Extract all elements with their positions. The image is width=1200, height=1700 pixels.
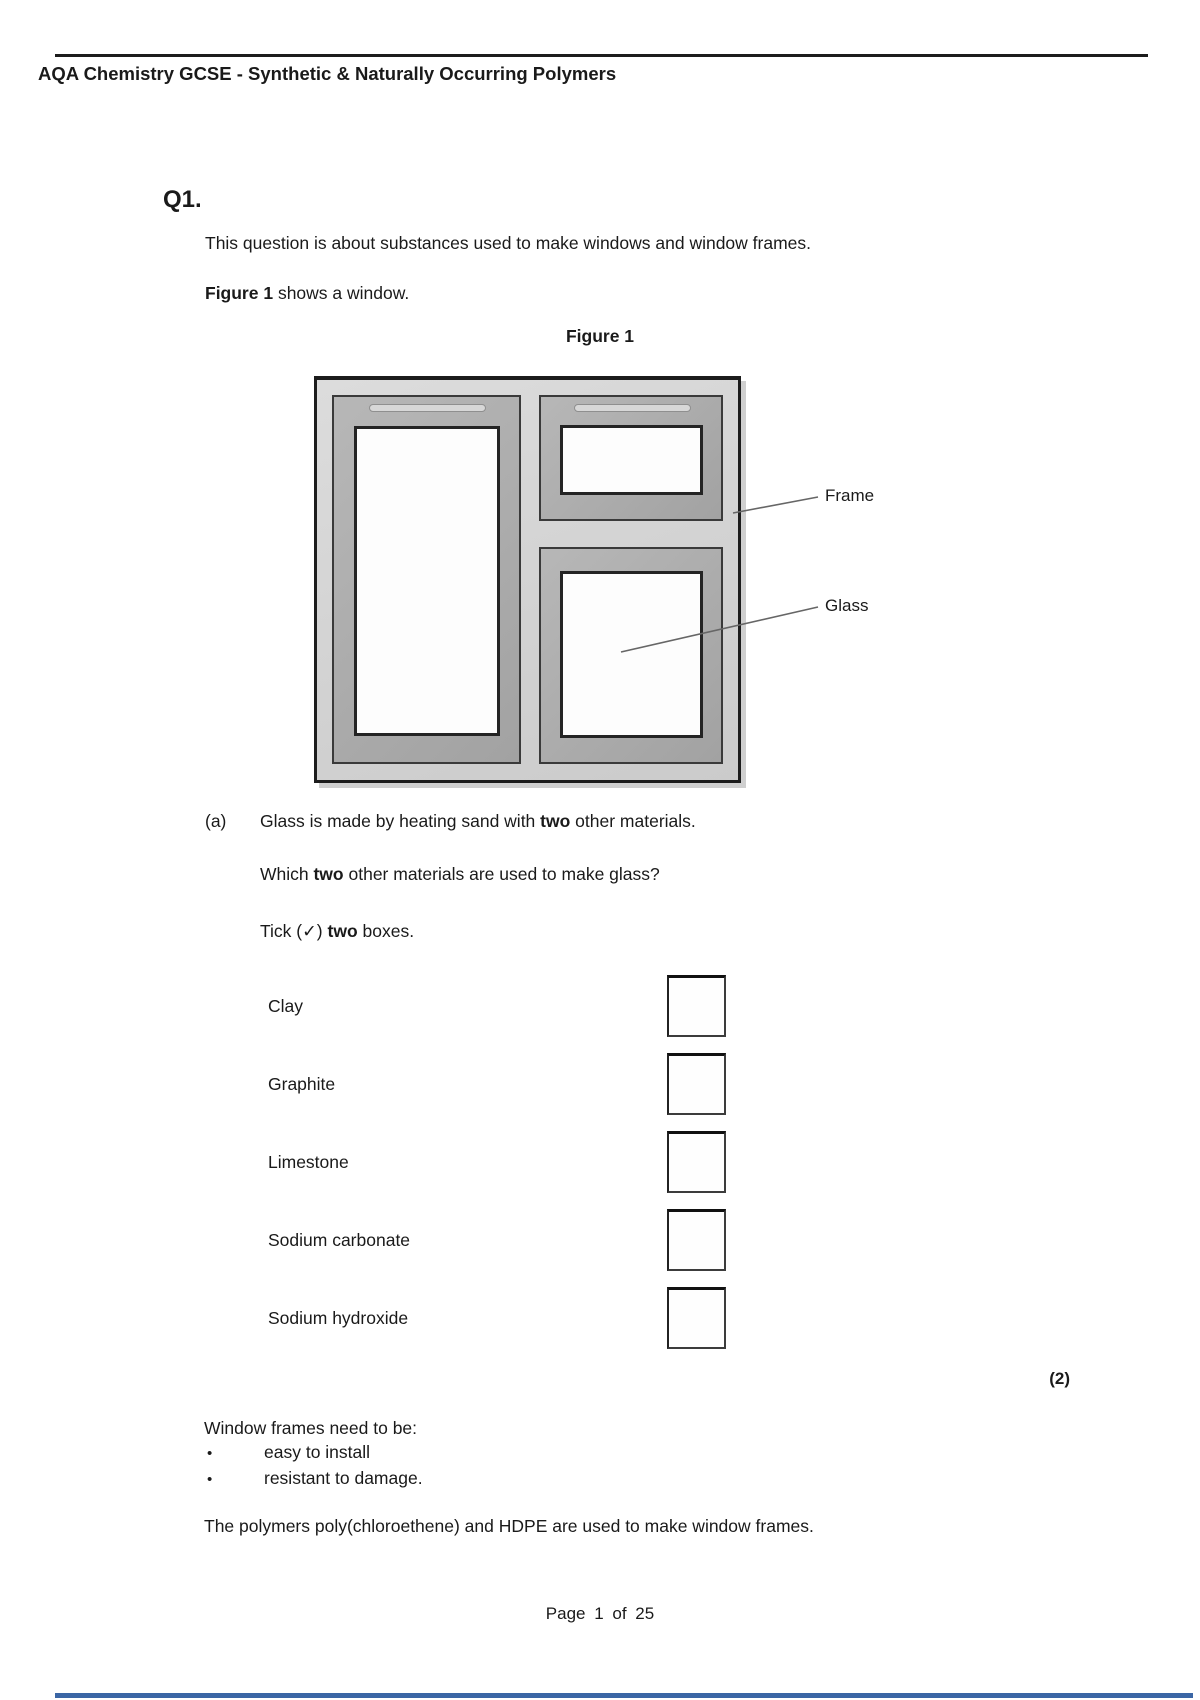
checkbox-graphite[interactable] bbox=[667, 1053, 726, 1115]
window-top-right-glass-pane bbox=[560, 425, 703, 495]
window-left-handle-slot bbox=[369, 404, 486, 412]
frame-label: Frame bbox=[825, 486, 875, 505]
window-top-right-sash bbox=[539, 395, 723, 521]
figure-reference: Figure 1 shows a window. bbox=[205, 282, 409, 304]
part-a-prompt: Which two other materials are used to ma… bbox=[260, 863, 660, 885]
question-number: Q1. bbox=[163, 186, 202, 213]
figure-reference-bold: Figure 1 bbox=[205, 283, 274, 303]
checkbox-clay[interactable] bbox=[667, 975, 726, 1037]
part-a-statement: Glass is made by heating sand with two o… bbox=[260, 810, 696, 832]
tick-instruction: Tick (✓) two boxes. bbox=[260, 920, 414, 942]
window-bottom-right-sash bbox=[539, 547, 723, 764]
figure-reference-rest: shows a window. bbox=[273, 283, 410, 303]
prompt-post: other materials are used to make glass? bbox=[343, 864, 660, 884]
option-label-limestone: Limestone bbox=[268, 1152, 349, 1172]
option-label-clay: Clay bbox=[268, 996, 304, 1016]
tick-mark-icon: ✓ bbox=[302, 921, 317, 941]
document-title: AQA Chemistry GCSE - Synthetic & Natural… bbox=[38, 63, 617, 84]
glass-label: Glass bbox=[825, 596, 869, 615]
window-left-sash bbox=[332, 395, 521, 764]
question-intro: This question is about substances used t… bbox=[205, 233, 812, 253]
bullet-text: easy to install bbox=[264, 1442, 371, 1462]
statement-pre: Glass is made by heating sand with bbox=[260, 811, 541, 831]
prompt-bold: two bbox=[313, 864, 344, 884]
tick-bold: two bbox=[327, 921, 358, 941]
frame-leader-line bbox=[732, 496, 819, 514]
checkbox-limestone[interactable] bbox=[667, 1131, 726, 1193]
figure-title: Figure 1 bbox=[565, 326, 635, 346]
bullet-icon: • bbox=[207, 1471, 213, 1488]
page-number: Page 1 of 25 bbox=[545, 1604, 655, 1623]
part-a-marker: (a) bbox=[205, 811, 227, 831]
window-top-right-handle-slot bbox=[574, 404, 691, 412]
option-label-graphite: Graphite bbox=[268, 1074, 336, 1094]
tick-pre: Tick ( bbox=[260, 921, 303, 941]
statement-bold: two bbox=[540, 811, 571, 831]
prompt-pre: Which bbox=[260, 864, 314, 884]
checkbox-sodium-hydroxide[interactable] bbox=[667, 1287, 726, 1349]
tick-mid: ) bbox=[316, 921, 328, 941]
bullet-item-easy-install: • easy to install bbox=[207, 1441, 370, 1465]
frames-requirements-intro: Window frames need to be: bbox=[204, 1418, 418, 1438]
option-label-sodium-carbonate: Sodium carbonate bbox=[268, 1230, 411, 1250]
marks-badge: (2) bbox=[1049, 1369, 1070, 1388]
footer-accent-bar bbox=[55, 1693, 1193, 1698]
polymers-statement: The polymers poly(chloroethene) and HDPE… bbox=[204, 1516, 814, 1536]
option-label-sodium-hydroxide: Sodium hydroxide bbox=[268, 1308, 409, 1328]
window-left-glass-pane bbox=[354, 426, 500, 736]
bullet-item-resistant-damage: • resistant to damage. bbox=[207, 1467, 423, 1491]
tick-post: boxes. bbox=[357, 921, 415, 941]
header-rule bbox=[55, 54, 1148, 57]
checkbox-sodium-carbonate[interactable] bbox=[667, 1209, 726, 1271]
window-figure bbox=[314, 376, 741, 783]
bullet-icon: • bbox=[207, 1445, 213, 1462]
statement-post: other materials. bbox=[570, 811, 696, 831]
bullet-text: resistant to damage. bbox=[264, 1468, 423, 1488]
window-bottom-right-glass-pane bbox=[560, 571, 703, 738]
